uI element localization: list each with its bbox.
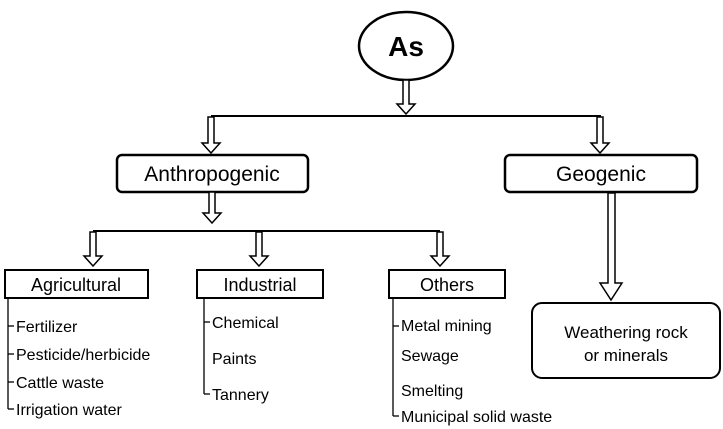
- industrial-list: [203, 298, 210, 395]
- industrial-node: Industrial: [196, 269, 324, 299]
- geogenic-down-arrow: [598, 192, 624, 302]
- others-item: Municipal solid waste: [401, 409, 552, 426]
- industrial-item: Paints: [212, 351, 256, 368]
- weathering-label-line2: or minerals: [584, 346, 668, 365]
- root-node: As: [357, 10, 455, 82]
- agricultural-item: Pesticide/herbicide: [16, 347, 150, 364]
- agricultural-node: Agricultural: [4, 269, 149, 299]
- others-arrow: [429, 231, 451, 268]
- anthropogenic-arrow: [200, 116, 222, 155]
- geogenic-node: Geogenic: [503, 153, 699, 194]
- others-item: Smelting: [401, 383, 463, 400]
- others-node: Others: [388, 269, 506, 299]
- industrial-item: Chemical: [212, 315, 279, 332]
- geogenic-label: Geogenic: [556, 163, 646, 186]
- geogenic-arrow: [589, 116, 611, 155]
- agricultural-item: Cattle waste: [16, 375, 104, 392]
- agricultural-arrow: [82, 231, 104, 268]
- root-down-arrow: [395, 79, 417, 116]
- others-list: [392, 298, 399, 417]
- industrial-arrow: [248, 231, 270, 268]
- root-label: As: [388, 31, 424, 62]
- others-label: Others: [420, 275, 474, 295]
- industrial-label: Industrial: [223, 275, 296, 295]
- agricultural-label: Agricultural: [31, 275, 121, 295]
- agricultural-item: Irrigation water: [16, 402, 122, 419]
- anthropogenic-down-arrow: [201, 191, 223, 225]
- agricultural-item: Fertilizer: [16, 319, 78, 336]
- weathering-node: Weathering rock or minerals: [531, 302, 721, 379]
- industrial-item: Tannery: [212, 387, 269, 404]
- agricultural-list: [7, 298, 14, 410]
- anthropogenic-node: Anthropogenic: [115, 153, 310, 194]
- weathering-label-line1: Weathering rock: [564, 323, 688, 342]
- anthropogenic-label: Anthropogenic: [144, 163, 279, 186]
- others-item: Metal mining: [401, 318, 492, 335]
- others-item: Sewage: [401, 348, 459, 365]
